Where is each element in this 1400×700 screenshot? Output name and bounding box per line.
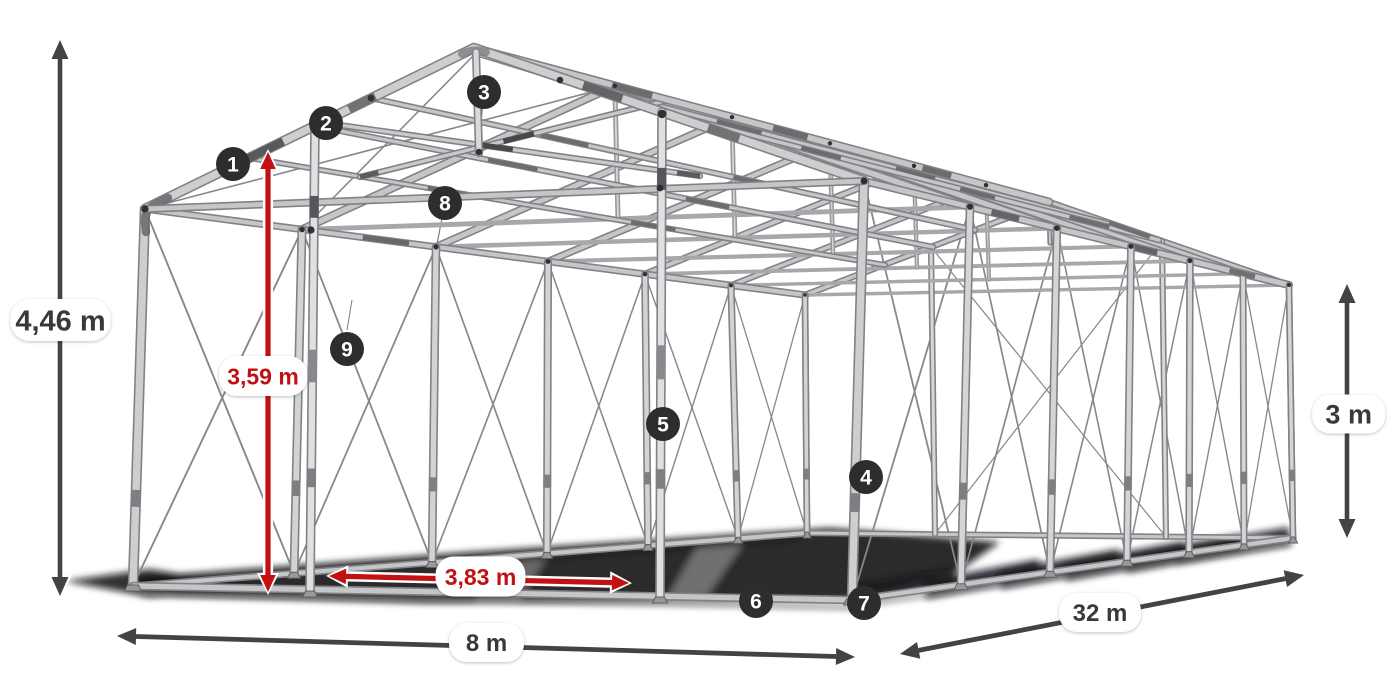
svg-text:5: 5 <box>657 414 669 437</box>
svg-text:7: 7 <box>858 593 870 616</box>
svg-text:8 m: 8 m <box>466 630 507 657</box>
svg-text:6: 6 <box>750 591 762 614</box>
svg-text:4: 4 <box>860 467 872 490</box>
svg-text:3 m: 3 m <box>1325 400 1372 430</box>
svg-text:8: 8 <box>439 193 451 216</box>
svg-text:2: 2 <box>320 113 332 136</box>
svg-text:9: 9 <box>341 339 353 362</box>
svg-text:1: 1 <box>227 154 239 177</box>
svg-text:4,46 m: 4,46 m <box>15 305 105 337</box>
svg-text:3,83 m: 3,83 m <box>445 564 517 590</box>
svg-text:3: 3 <box>478 82 490 105</box>
svg-text:32 m: 32 m <box>1073 600 1128 627</box>
svg-text:3,59 m: 3,59 m <box>227 363 299 389</box>
